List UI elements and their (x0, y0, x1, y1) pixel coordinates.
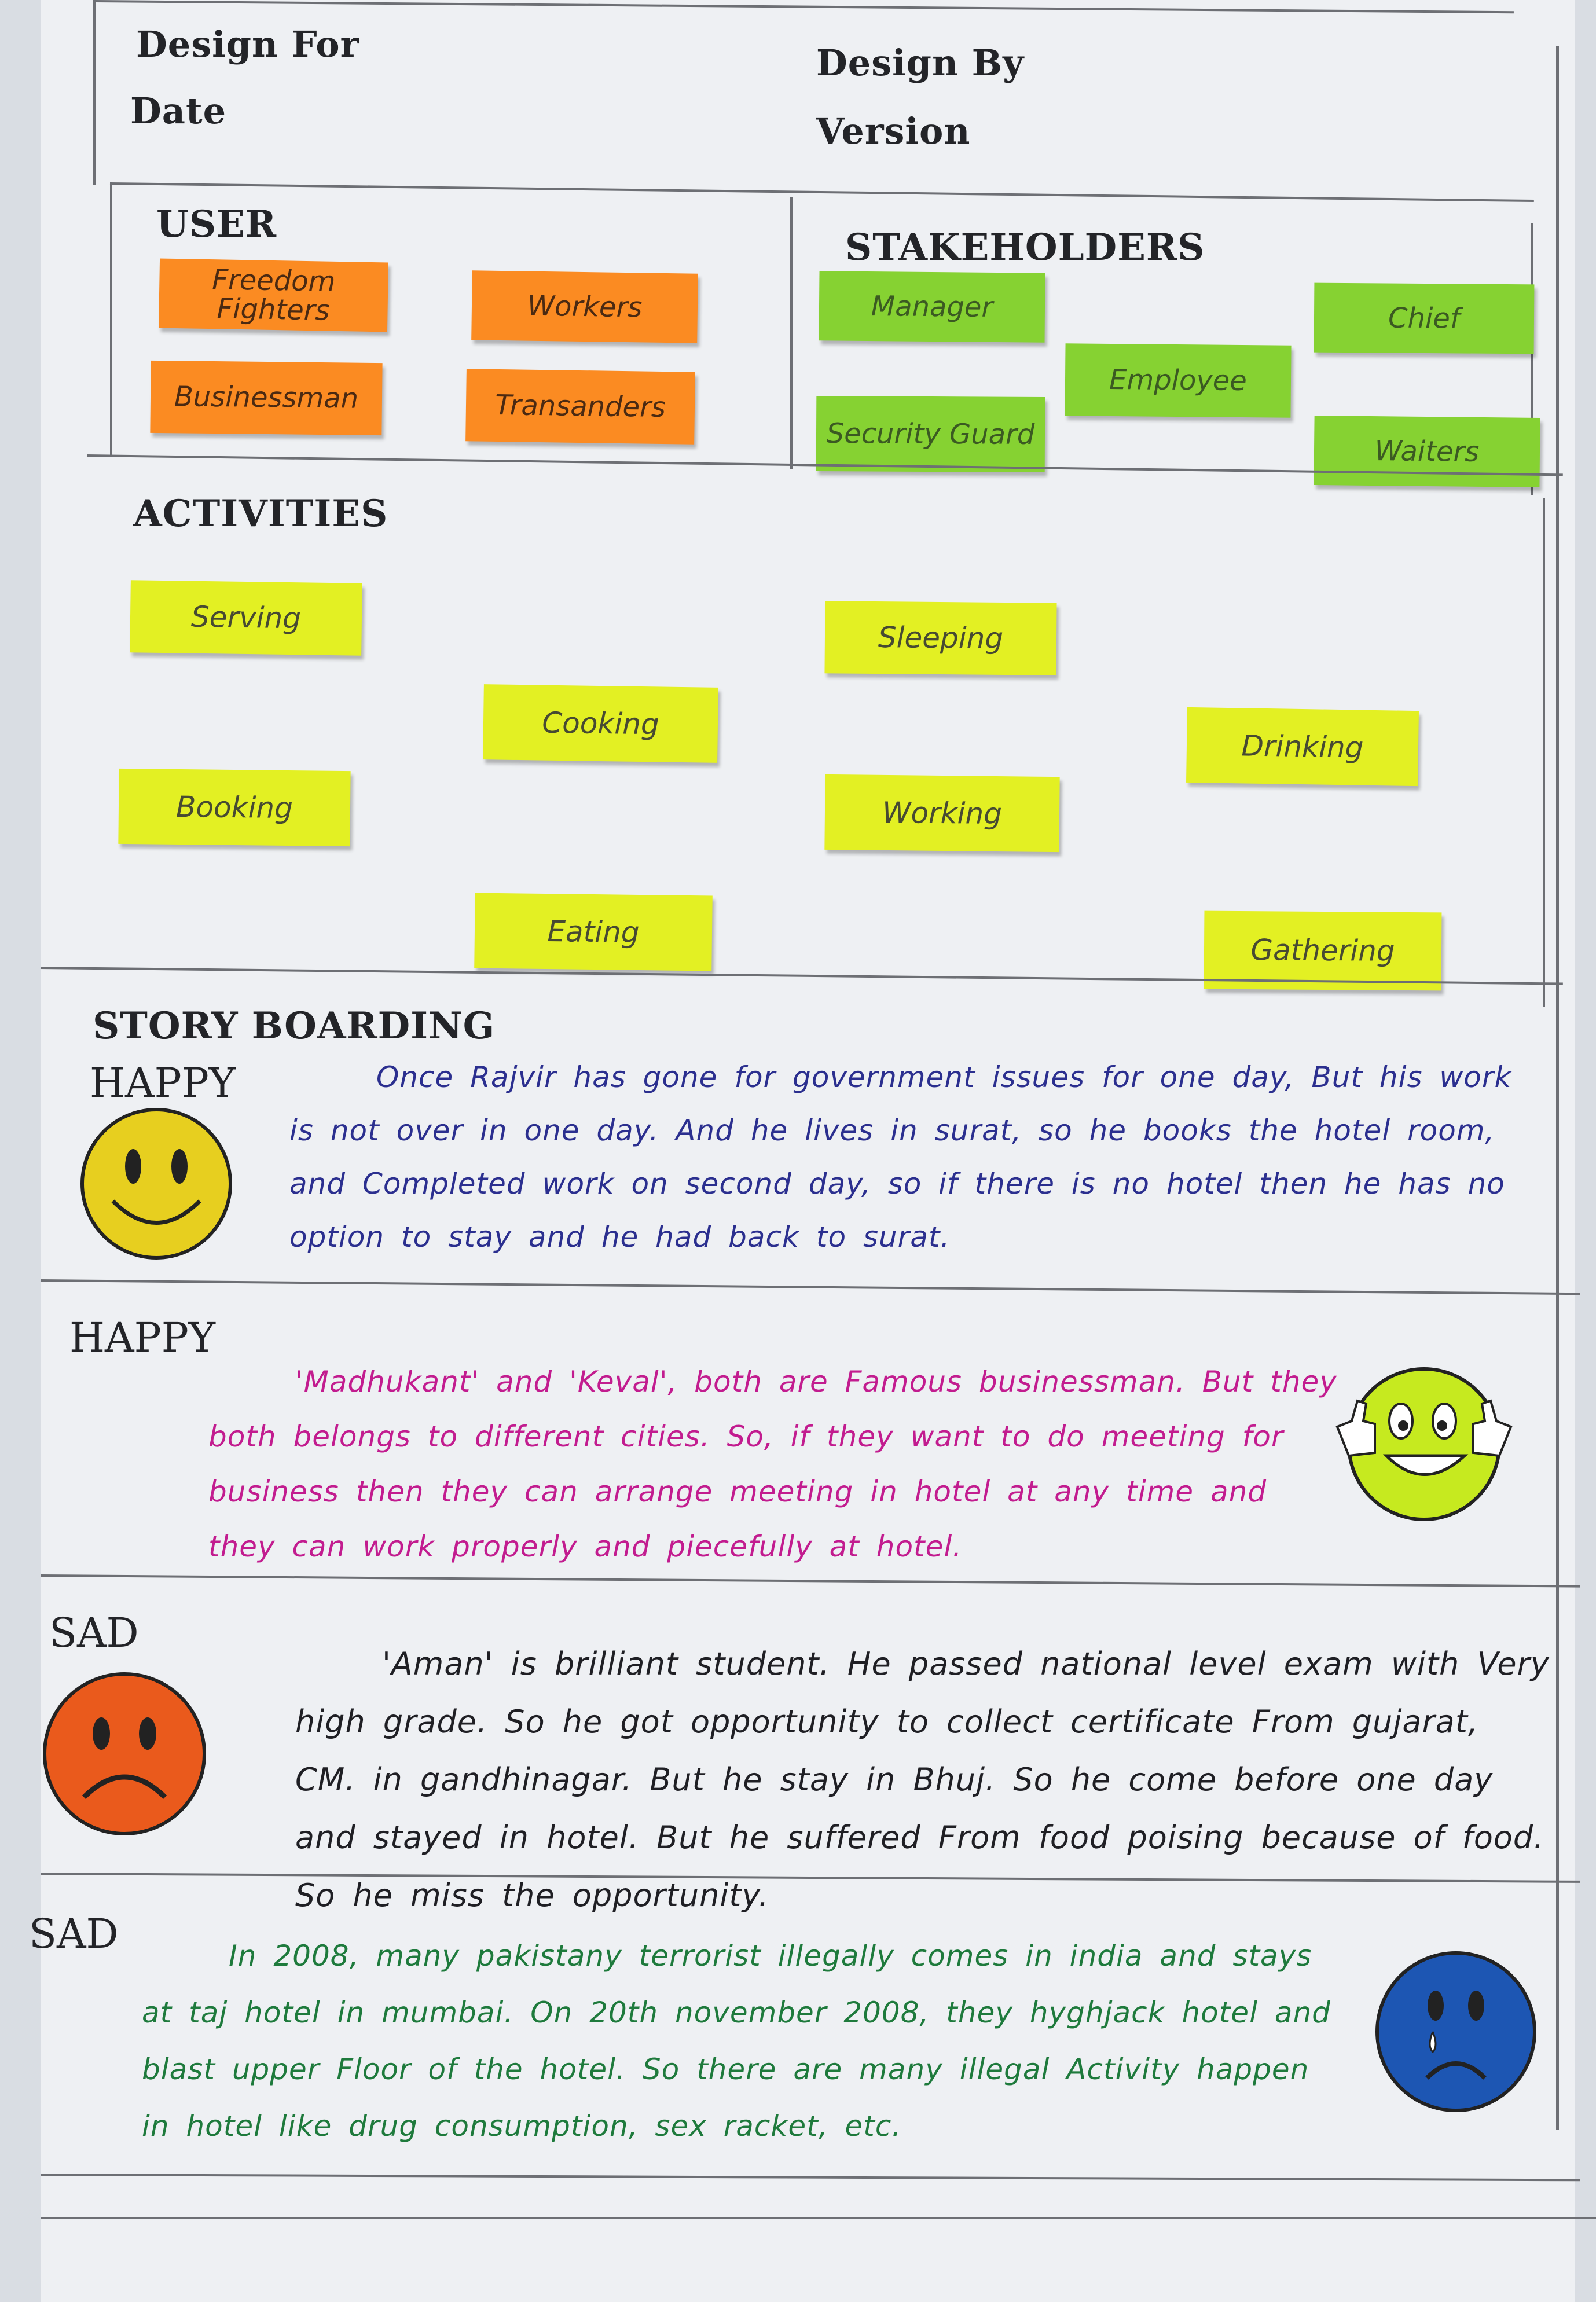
stakeholder-note-manager: Manager (819, 271, 1045, 343)
design-by-label: Design By (816, 42, 1025, 84)
story-2-mood: HAPPY (69, 1314, 216, 1361)
story-3-body: 'Aman' is brilliant student. He passed n… (295, 1646, 1550, 1914)
activity-note-booking: Booking (118, 768, 351, 847)
header-top-rule (95, 0, 1514, 14)
sad-face-icon (43, 1672, 206, 1835)
user-note-workers: Workers (471, 270, 698, 343)
user-box-top-rule (109, 182, 1534, 203)
activity-note-cooking: Cooking (483, 684, 718, 763)
user-title: USER (156, 203, 277, 246)
story-2-bottom-rule (40, 1574, 1580, 1588)
header-right-border (1556, 46, 1559, 2130)
stakeholder-note-employee: Employee (1065, 343, 1292, 418)
sheet-left-border (93, 0, 96, 185)
story-1-bottom-rule (40, 1279, 1580, 1295)
crying-face-icon (1375, 1951, 1536, 2112)
activity-note-serving: Serving (130, 580, 362, 656)
activity-note-working: Working (824, 774, 1060, 853)
story-4-text: In 2008, many pakistany terrorist illega… (142, 1927, 1346, 2154)
stakeholders-title: STAKEHOLDERS (845, 226, 1205, 269)
canvas-sheet: Design For Date Design By Version USER S… (29, 0, 1596, 2302)
activities-right-rule (1543, 498, 1545, 1007)
story-3-mood: SAD (49, 1609, 139, 1657)
activities-title: ACTIVITIES (133, 492, 388, 535)
story-4-mood: SAD (29, 1910, 119, 1958)
story-2-text: 'Madhukant' and 'Keval', both are Famous… (208, 1354, 1343, 1574)
thumbs-up-face-icon (1335, 1367, 1513, 1521)
user-box-left-rule (110, 182, 112, 457)
sheet-bottom-rule (41, 2217, 1596, 2219)
user-note-businessman: Businessman (150, 360, 383, 436)
story-1-body: Once Rajvir has gone for government issu… (289, 1060, 1512, 1254)
activity-note-eating: Eating (474, 893, 713, 971)
version-label: Version (816, 110, 971, 152)
story-4-bottom-rule (40, 2174, 1580, 2182)
stakeholder-note-chief: Chief (1314, 282, 1535, 354)
story-3-text: 'Aman' is brilliant student. He passed n… (295, 1635, 1551, 1925)
user-stakeholder-divider (790, 197, 793, 469)
user-note-freedom-fighters: Freedom Fighters (158, 258, 389, 332)
activity-note-sleeping: Sleeping (824, 601, 1057, 675)
stakeholder-note-waiters: Waiters (1314, 415, 1540, 488)
user-note-transanders: Transanders (465, 369, 695, 445)
date-label: Date (130, 90, 227, 132)
storyboard-title: STORY BOARDING (93, 1004, 496, 1048)
story-1-mood: HAPPY (90, 1059, 236, 1107)
story-2-body: 'Madhukant' and 'Keval', both are Famous… (208, 1365, 1337, 1563)
smiley-face-icon (80, 1108, 232, 1260)
stakeholder-right-rule (1531, 223, 1533, 495)
story-1-text: Once Rajvir has gone for government issu… (289, 1051, 1546, 1264)
stakeholder-note-security-guard: Security Guard (816, 395, 1045, 473)
activity-note-drinking: Drinking (1186, 707, 1419, 787)
design-for-label: Design For (136, 23, 360, 65)
story-4-body: In 2008, many pakistany terrorist illega… (142, 1939, 1331, 2143)
